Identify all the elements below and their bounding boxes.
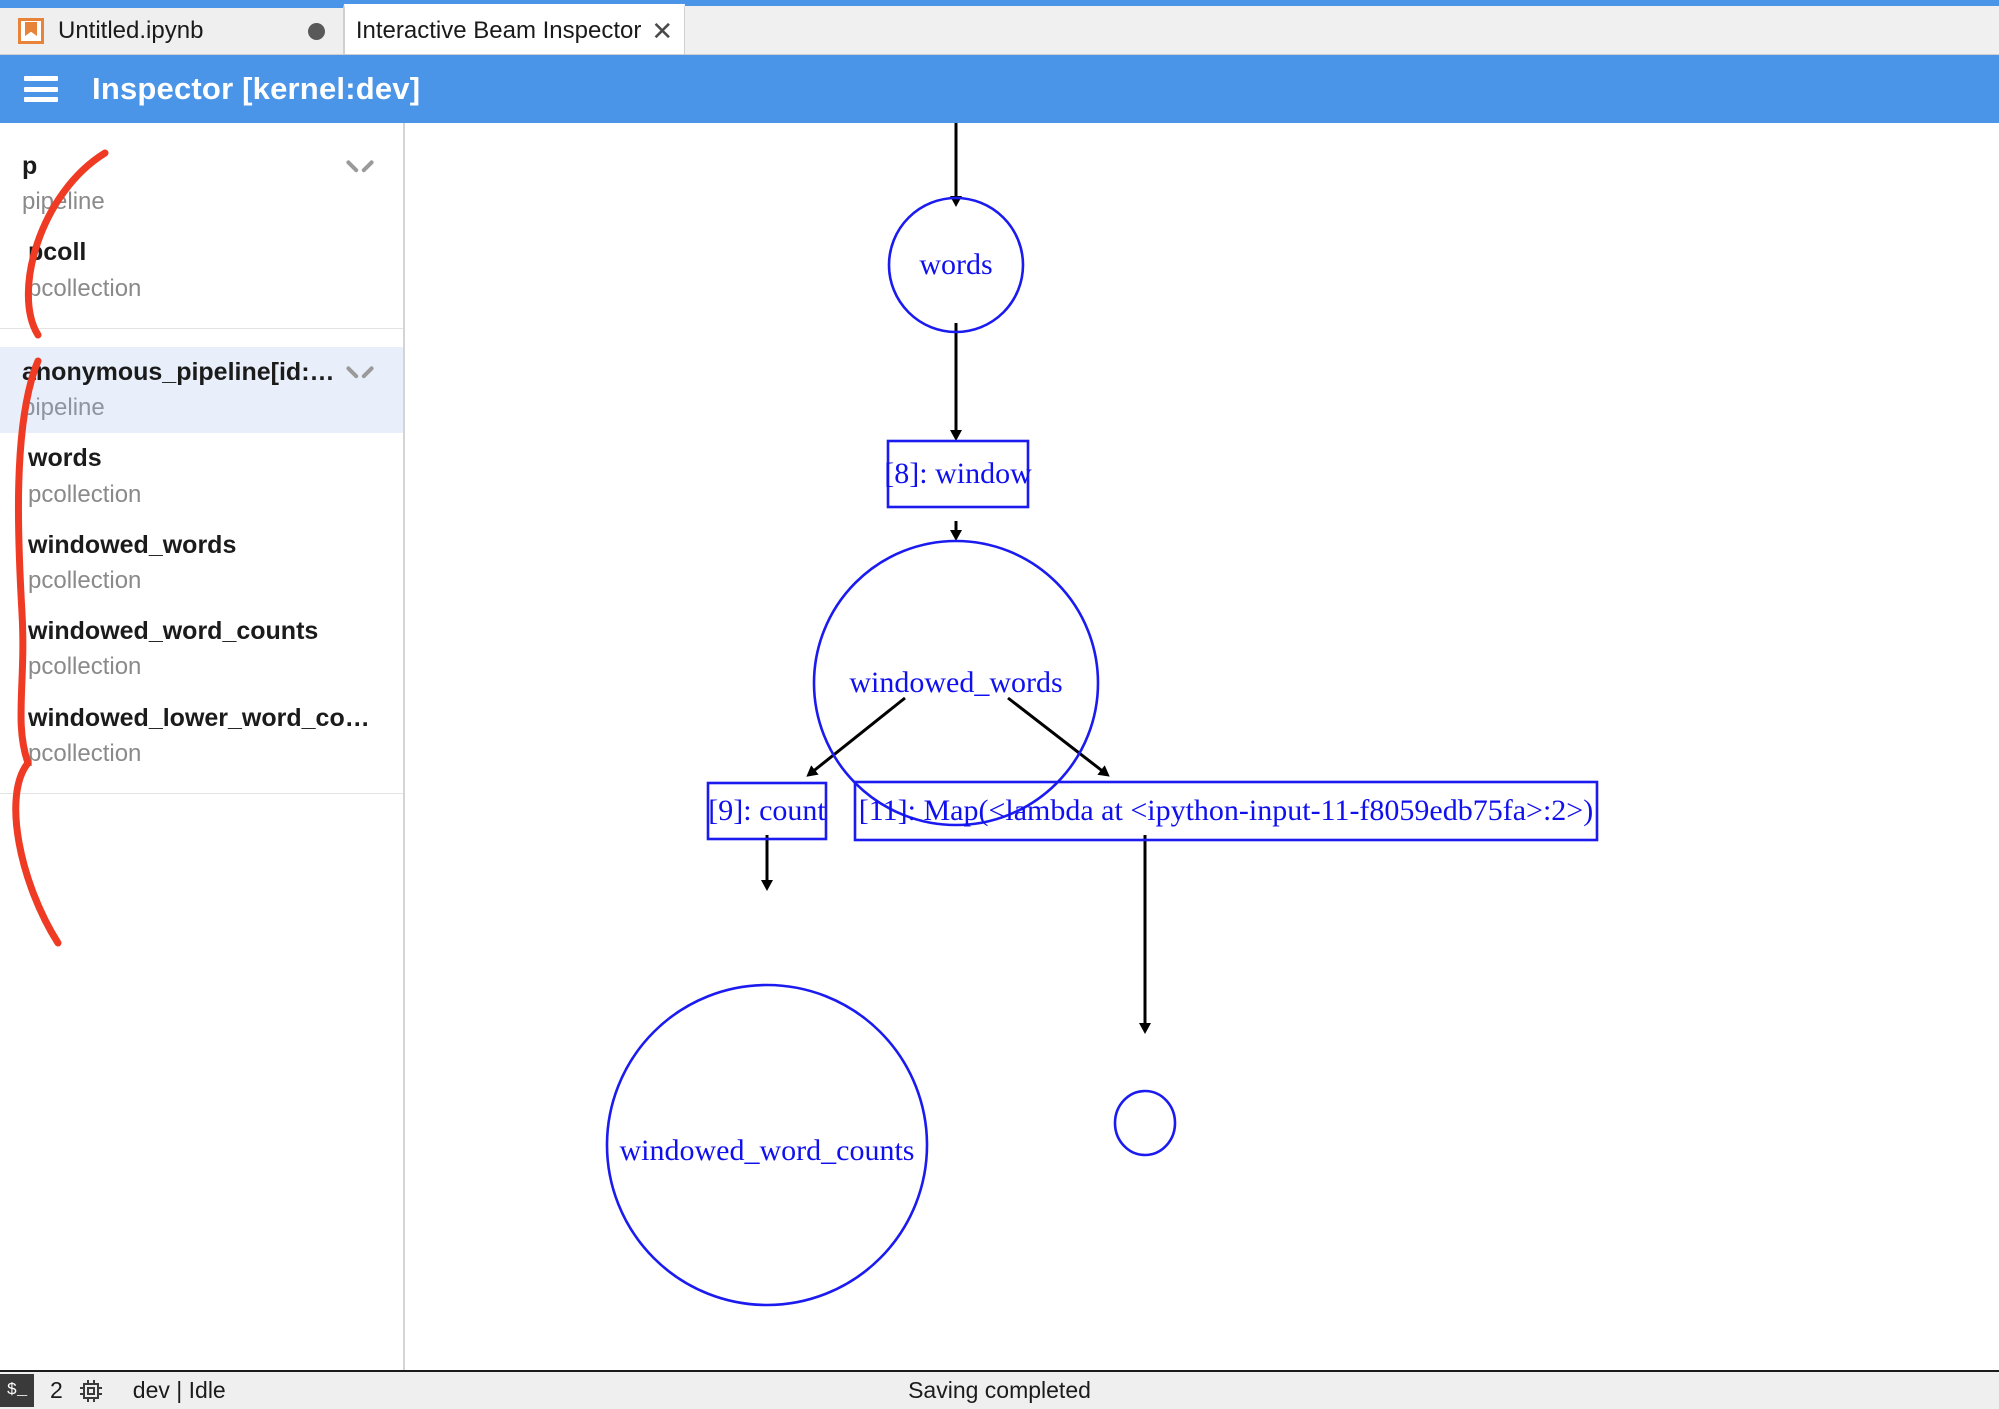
graph-node-label: [11]: Map(<lambda at <ipython-input-11-f… [859, 794, 1593, 827]
graph-node-words[interactable]: words [887, 196, 1025, 334]
chevron-down-icon[interactable] [347, 363, 373, 379]
sidebar-item-name: windowed_word_counts [28, 617, 319, 646]
graph-node-label: words [919, 248, 992, 281]
graph-node-label: windowed_word_counts [620, 1134, 915, 1167]
pipeline-graph-svg: words [8]: window windowed_words [9]: co… [605, 123, 1599, 1307]
tab-label: Interactive Beam Inspector [355, 17, 642, 44]
sidebar-group-pipeline-p: p pipeline pcoll pcollection [0, 123, 403, 329]
inspector-body: p pipeline pcoll pcollection anonymous_p… [0, 123, 1999, 1370]
sidebar-group-anonymous-pipeline: anonymous_pipeline[id:44516… pipeline wo… [0, 329, 403, 795]
kernel-status[interactable]: dev | Idle [132, 1377, 226, 1403]
sidebar-item-windowed-word-counts[interactable]: windowed_word_counts pcollection [0, 606, 403, 692]
graph-edges [761, 123, 1151, 1034]
sidebar-item-words[interactable]: words pcollection [0, 433, 403, 519]
unsaved-changes-dot-icon [308, 22, 325, 40]
tab-untitled-notebook[interactable]: Untitled.ipynb [0, 4, 344, 54]
graph-node-windowed-word-counts[interactable]: windowed_word_counts [605, 983, 929, 1307]
hamburger-bar [24, 86, 58, 92]
graph-node-label: windowed_words [849, 666, 1062, 699]
graph-node-label: [9]: count [708, 794, 826, 827]
hamburger-bar [24, 97, 58, 102]
sidebar-item-type: pcollection [28, 739, 142, 767]
hamburger-bar [24, 76, 58, 81]
graph-edge-windowed-words-to-map [1007, 696, 1110, 777]
sidebar-item-type: pcollection [28, 567, 142, 594]
sidebar-item-name: words [28, 444, 102, 473]
page-title: Inspector [kernel:dev] [92, 71, 421, 106]
sidebar-item-name: windowed_words [28, 530, 237, 559]
chevron-down-icon[interactable] [347, 157, 373, 173]
sidebar-item-name: pcoll [28, 238, 87, 267]
tab-bar-accent-strip [0, 0, 1999, 6]
graph-edge-windowed-words-to-count [806, 696, 906, 777]
sidebar-item-type: pipeline [22, 188, 105, 216]
sidebar-item-type: pcollection [28, 653, 142, 681]
graph-node-windowed-words[interactable]: windowed_words [812, 539, 1100, 827]
graph-node-label: [8]: window [884, 457, 1032, 490]
close-icon[interactable]: ✕ [651, 16, 674, 46]
terminal-count[interactable]: 2 [50, 1377, 63, 1403]
graph-node-map-lambda[interactable]: [11]: Map(<lambda at <ipython-input-11-f… [853, 780, 1599, 842]
sidebar-item-windowed-lower-word-counts[interactable]: windowed_lower_word_counts pcollection [0, 693, 403, 779]
inspector-header: Inspector [kernel:dev] [0, 55, 1999, 123]
status-message: Saving completed [908, 1377, 1091, 1403]
sidebar-item-p[interactable]: p pipeline [0, 141, 403, 227]
status-bar: $_ 2 dev | Idle Saving completed [0, 1370, 1999, 1409]
tab-interactive-beam-inspector[interactable]: Interactive Beam Inspector ✕ [344, 4, 685, 54]
graph-node-lower-word-counts[interactable] [1113, 1089, 1177, 1157]
graph-node-window[interactable]: [8]: window [884, 439, 1032, 509]
tab-label: Untitled.ipynb [58, 17, 204, 44]
sidebar-item-pcoll[interactable]: pcoll pcollection [0, 227, 403, 313]
sidebar-item-anonymous-pipeline[interactable]: anonymous_pipeline[id:44516… pipeline [0, 346, 403, 434]
sidebar-item-name: p [22, 152, 38, 180]
sidebar-item-type: pipeline [22, 394, 105, 422]
cpu-chip-glyph [79, 1379, 102, 1402]
sidebar-item-type: pcollection [28, 480, 142, 508]
sidebar-item-type: pcollection [28, 274, 142, 302]
cpu-chip-icon[interactable] [79, 1379, 103, 1403]
terminal-icon[interactable]: $_ [0, 1374, 34, 1407]
hamburger-icon[interactable] [24, 76, 58, 102]
notebook-icon [18, 18, 44, 44]
graph-node-count[interactable]: [9]: count [706, 781, 828, 841]
tab-bar: Untitled.ipynb Interactive Beam Inspecto… [0, 0, 1999, 55]
sidebar-item-name: anonymous_pipeline[id:44516… [22, 357, 337, 386]
sidebar-item-name: windowed_lower_word_counts [28, 703, 373, 732]
inspectables-sidebar: p pipeline pcoll pcollection anonymous_p… [0, 123, 405, 1370]
sidebar-item-windowed-words[interactable]: windowed_words pcollection [0, 520, 403, 606]
pipeline-graph-canvas[interactable]: words [8]: window windowed_words [9]: co… [405, 123, 1999, 1370]
